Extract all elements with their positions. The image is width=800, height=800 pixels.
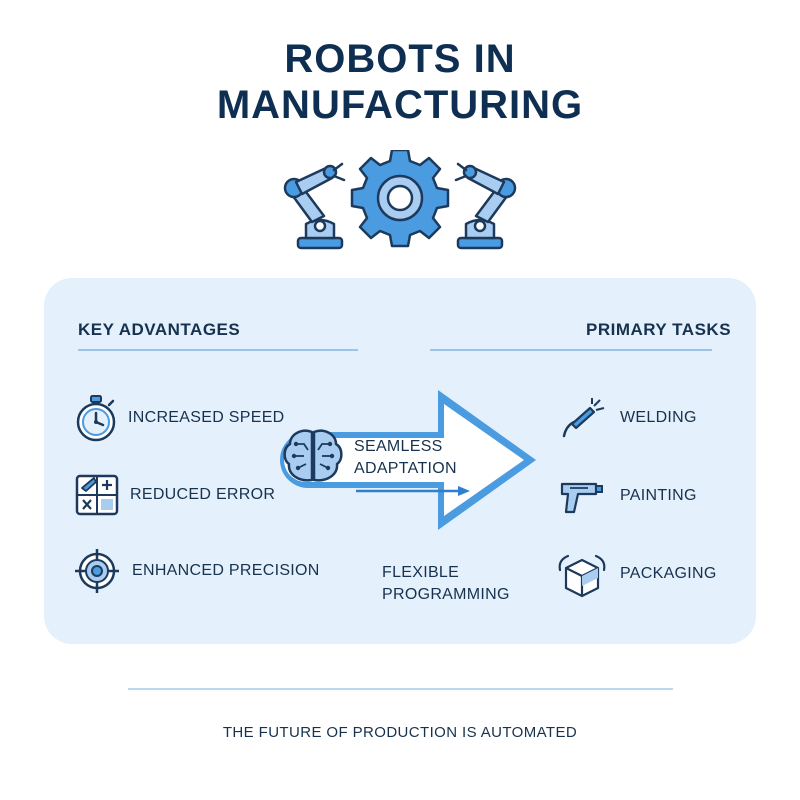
tasks-divider	[430, 349, 712, 351]
advantage-item-precision: ENHANCED PRECISION	[74, 548, 320, 594]
gear-icon	[350, 148, 450, 248]
hero-icons	[0, 148, 800, 260]
task-item-welding: WELDING	[558, 396, 697, 440]
task-item-packaging: PACKAGING	[556, 550, 717, 598]
footer-tagline: THE FUTURE OF PRODUCTION IS AUTOMATED	[222, 724, 578, 741]
adaptation-arrow-line	[354, 484, 474, 503]
title-line-1: ROBOTS IN	[284, 37, 516, 81]
adaptation-line-2: ADAPTATION	[354, 460, 457, 477]
brain-circuit-icon	[280, 424, 346, 495]
task-label: WELDING	[620, 409, 697, 426]
crosshair-icon	[74, 548, 120, 594]
box-icon	[556, 550, 608, 598]
task-label: PACKAGING	[620, 565, 717, 582]
stopwatch-icon	[74, 394, 118, 442]
welding-torch-icon	[558, 396, 606, 440]
task-label: PAINTING	[620, 487, 697, 504]
advantage-item-speed: INCREASED SPEED	[74, 394, 285, 442]
advantage-label: INCREASED SPEED	[128, 409, 285, 426]
title-line-2: MANUFACTURING	[216, 83, 584, 127]
key-advantages-heading: KEY ADVANTAGES	[78, 320, 241, 339]
page-title: ROBOTS IN MANUFACTURING	[0, 36, 800, 128]
footer-divider	[128, 688, 673, 690]
flexible-programming-label: FLEXIBLE PROGRAMMING	[382, 562, 510, 606]
flex-line-1: FLEXIBLE	[382, 564, 460, 581]
robot-arm-icon	[454, 162, 517, 250]
adaptation-arrow	[268, 386, 544, 539]
seamless-adaptation-label: SEAMLESS ADAPTATION	[354, 436, 457, 480]
checklist-icon	[74, 472, 120, 518]
robot-arm-icon	[283, 162, 346, 250]
adaptation-line-1: SEAMLESS	[354, 438, 443, 455]
advantage-label: REDUCED ERROR	[130, 486, 276, 503]
spray-gun-icon	[558, 474, 606, 518]
advantages-divider	[78, 349, 358, 351]
advantage-item-error: REDUCED ERROR	[74, 472, 275, 518]
primary-tasks-heading: PRIMARY TASKS	[586, 320, 732, 339]
advantage-label: ENHANCED PRECISION	[132, 562, 320, 579]
flex-line-2: PROGRAMMING	[382, 586, 510, 603]
task-item-painting: PAINTING	[558, 474, 697, 518]
